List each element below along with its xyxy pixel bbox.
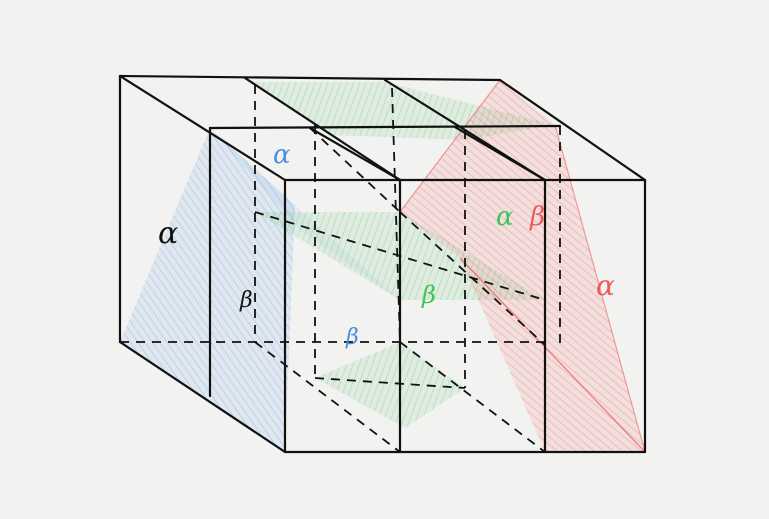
label-red-beta: β <box>529 202 545 232</box>
label-left-beta: β <box>239 288 253 313</box>
label-blue-top-alpha: α <box>273 140 291 170</box>
solid-edges <box>118 74 647 454</box>
blue-plane <box>120 128 400 452</box>
label-left-face-alpha: α <box>158 216 178 251</box>
dashed-edges <box>120 85 561 453</box>
label-green-alpha: α <box>496 202 514 232</box>
red-plane <box>399 79 646 453</box>
label-blue-bottom-beta: β <box>345 325 359 350</box>
label-green-beta: β <box>421 281 436 309</box>
label-right-alpha: α <box>596 269 615 302</box>
